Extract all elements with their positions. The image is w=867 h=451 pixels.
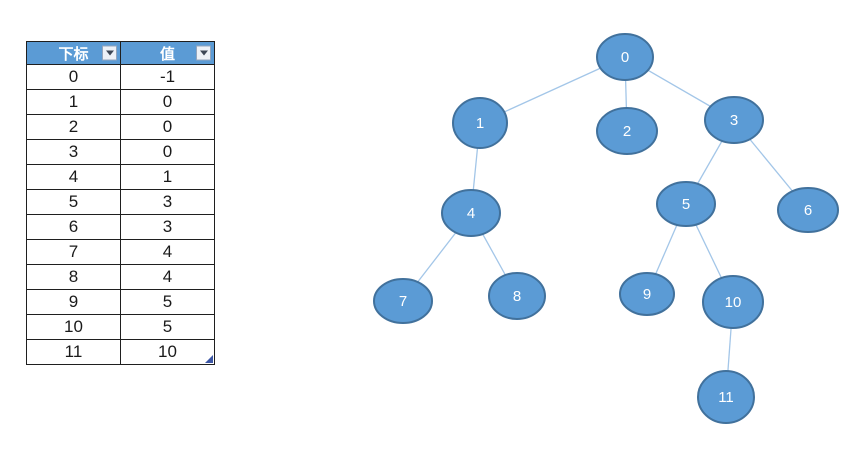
tree-node-shape xyxy=(488,272,546,320)
tree-node-10[interactable]: 10 xyxy=(702,275,764,329)
tree-node-11[interactable]: 11 xyxy=(697,370,755,424)
value-cell[interactable]: 3 xyxy=(120,189,215,215)
value-cell[interactable]: 0 xyxy=(120,89,215,115)
tree-node-0[interactable]: 0 xyxy=(596,33,654,81)
chevron-down-icon xyxy=(105,50,114,56)
tree-node-shape xyxy=(596,33,654,81)
index-cell[interactable]: 2 xyxy=(26,114,121,140)
value-cell[interactable]: 0 xyxy=(120,139,215,165)
column-header-label: 下标 xyxy=(58,45,89,63)
index-cell[interactable]: 11 xyxy=(26,339,121,365)
index-cell[interactable]: 1 xyxy=(26,89,121,115)
index-cell[interactable]: 0 xyxy=(26,64,121,90)
tree-node-5[interactable]: 5 xyxy=(656,181,716,227)
value-cell[interactable]: 0 xyxy=(120,114,215,140)
tree-node-shape xyxy=(697,370,755,424)
tree-node-shape xyxy=(704,96,764,144)
index-cell[interactable]: 10 xyxy=(26,314,121,340)
tree-node-shape xyxy=(373,278,433,324)
chevron-down-icon xyxy=(199,50,208,56)
index-cell[interactable]: 9 xyxy=(26,289,121,315)
tree-node-shape xyxy=(702,275,764,329)
tree-node-shape xyxy=(777,187,839,233)
column-header-1[interactable]: 值 xyxy=(120,41,215,65)
tree-node-7[interactable]: 7 xyxy=(373,278,433,324)
table-resize-handle[interactable] xyxy=(205,355,213,363)
tree-node-label: 5 xyxy=(682,196,690,213)
tree-node-label: 11 xyxy=(718,389,734,406)
index-cell[interactable]: 8 xyxy=(26,264,121,290)
tree-node-8[interactable]: 8 xyxy=(488,272,546,320)
value-cell[interactable]: 5 xyxy=(120,289,215,315)
tree-node-label: 10 xyxy=(725,294,742,311)
value-cell[interactable]: 4 xyxy=(120,264,215,290)
tree-node-3[interactable]: 3 xyxy=(704,96,764,144)
tree-node-label: 9 xyxy=(643,286,651,303)
index-cell[interactable]: 7 xyxy=(26,239,121,265)
tree-node-label: 1 xyxy=(476,115,484,132)
tree-node-6[interactable]: 6 xyxy=(777,187,839,233)
tree-node-shape xyxy=(656,181,716,227)
tree-node-9[interactable]: 9 xyxy=(619,272,675,316)
index-cell[interactable]: 5 xyxy=(26,189,121,215)
table-header-row: 下标 值 xyxy=(26,41,215,65)
column-header-0[interactable]: 下标 xyxy=(26,41,121,65)
tree-node-shape xyxy=(619,272,675,316)
tree-node-shape xyxy=(596,107,658,155)
tree-node-label: 4 xyxy=(467,205,475,222)
tree-node-label: 7 xyxy=(399,293,407,310)
tree-node-label: 6 xyxy=(804,202,812,219)
tree-node-1[interactable]: 1 xyxy=(452,97,508,149)
tree-node-2[interactable]: 2 xyxy=(596,107,658,155)
tree-node-shape xyxy=(452,97,508,149)
value-cell[interactable]: 10 xyxy=(120,339,215,365)
value-cell[interactable]: 5 xyxy=(120,314,215,340)
index-cell[interactable]: 4 xyxy=(26,164,121,190)
tree-node-label: 0 xyxy=(621,49,629,66)
value-cell[interactable]: 1 xyxy=(120,164,215,190)
tree-node-label: 2 xyxy=(623,123,631,140)
filter-dropdown-button-1[interactable] xyxy=(196,45,211,61)
tree-node-4[interactable]: 4 xyxy=(441,189,501,237)
tree-node-shape xyxy=(441,189,501,237)
table-row: 0-1 xyxy=(26,64,215,90)
index-cell[interactable]: 3 xyxy=(26,139,121,165)
column-header-label: 值 xyxy=(159,45,175,63)
filter-dropdown-button-0[interactable] xyxy=(102,45,117,61)
tree-node-label: 8 xyxy=(513,288,521,305)
tree-node-label: 3 xyxy=(730,112,738,129)
